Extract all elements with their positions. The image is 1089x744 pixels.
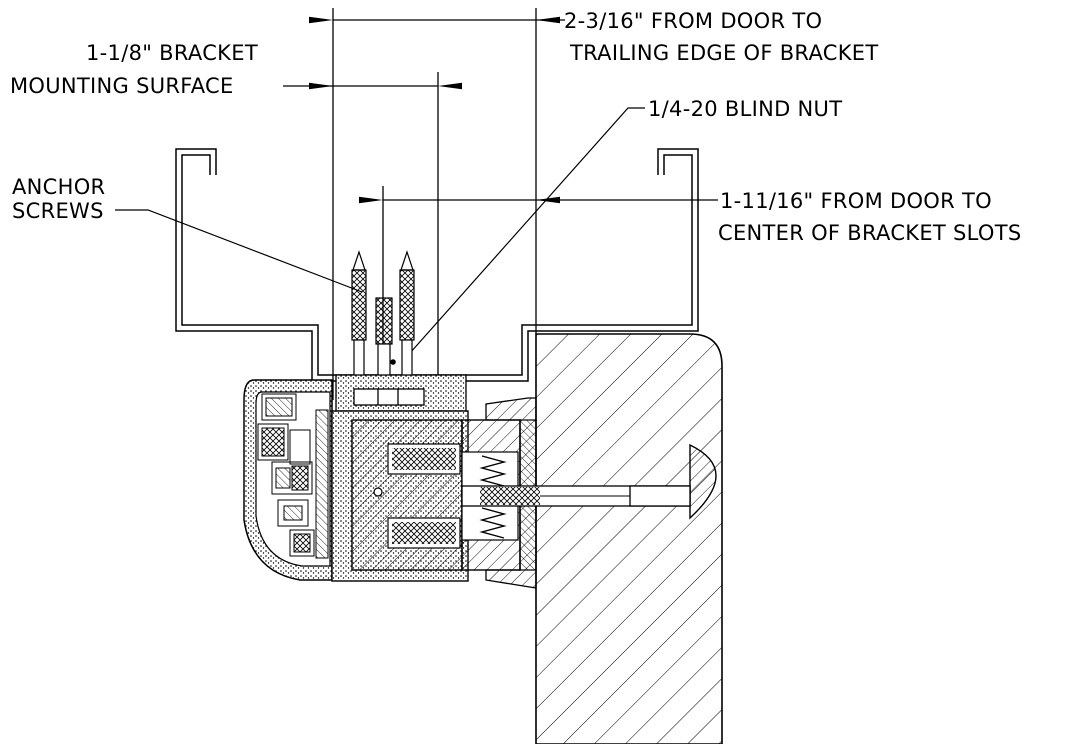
leader-anchor-screws <box>115 209 363 293</box>
label-mounting-surface-line2: MOUNTING SURFACE <box>10 74 234 98</box>
label-anchor-screws-line2: SCREWS <box>12 199 104 223</box>
leader-blind-nut <box>401 107 645 363</box>
anchor-screw-right <box>399 250 415 377</box>
through-bolt <box>461 485 691 507</box>
label-slot-center-line2: CENTER OF BRACKET SLOTS <box>718 221 1022 245</box>
label-slot-center-line1: 1-11/16" FROM DOOR TO <box>720 189 992 213</box>
leader-lines <box>115 107 645 363</box>
label-trailing-edge-line1: 2-3/16" FROM DOOR TO <box>564 9 823 33</box>
mounting-bracket <box>335 374 467 412</box>
blind-nut <box>375 297 396 377</box>
label-mounting-surface-line1: 1-1/8" BRACKET <box>86 41 258 65</box>
label-blind-nut: 1/4-20 BLIND NUT <box>648 97 843 121</box>
dimension-lines <box>283 16 718 204</box>
extension-lines <box>332 8 537 400</box>
door-section <box>535 333 723 744</box>
label-anchor-screws-line1: ANCHOR <box>12 175 106 199</box>
lock-housing <box>243 379 537 589</box>
label-trailing-edge-line2: TRAILING EDGE OF BRACKET <box>570 41 879 65</box>
anchor-screw-left <box>351 250 367 377</box>
